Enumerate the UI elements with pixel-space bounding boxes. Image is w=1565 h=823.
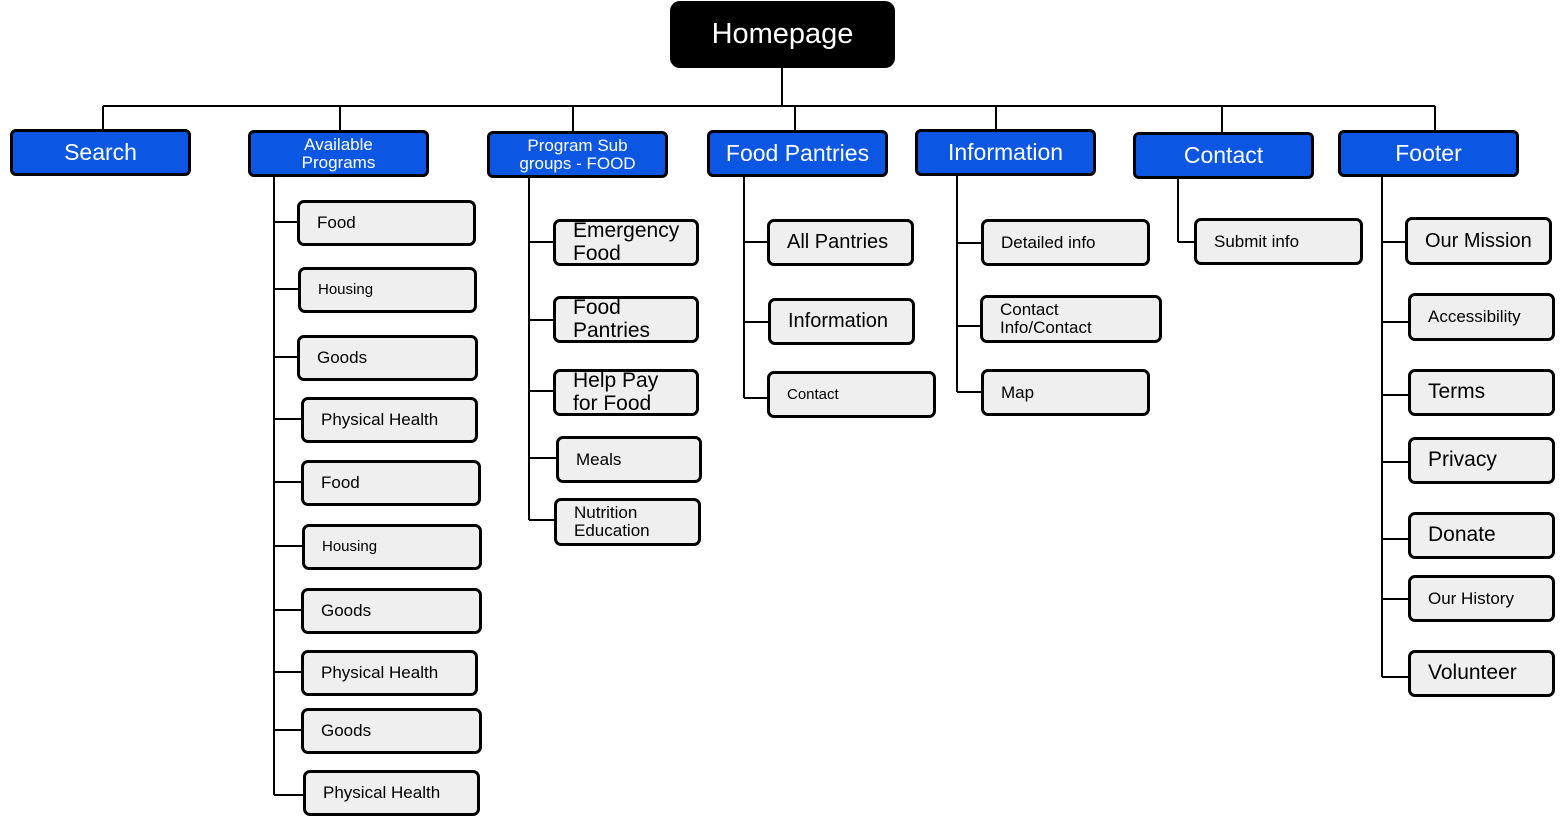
item-label: Physical Health xyxy=(321,410,439,430)
program-item: Food xyxy=(301,460,481,506)
food-subgroup-item: Help Pay for Food xyxy=(553,369,699,416)
program-item: Housing xyxy=(298,267,477,313)
homepage-node: Homepage xyxy=(670,1,895,68)
item-label: Information xyxy=(788,310,889,332)
item-label: Physical Health xyxy=(321,663,439,683)
item-label: Volunteer xyxy=(1428,661,1517,685)
program-item: Physical Health xyxy=(301,397,478,443)
footer-item: Donate xyxy=(1408,512,1555,559)
footer-item: Our Mission xyxy=(1405,217,1552,265)
footer-item: Accessibility xyxy=(1408,293,1555,341)
item-label: Goods xyxy=(317,348,368,368)
program-item: Physical Health xyxy=(301,650,478,696)
section-available-programs: Available Programs xyxy=(248,130,429,177)
item-label: Our Mission xyxy=(1425,229,1532,252)
section-label: Search xyxy=(64,139,137,166)
item-label: Accessibility xyxy=(1428,307,1521,327)
contact-item: Submit info xyxy=(1194,218,1363,265)
item-label: Goods xyxy=(321,721,372,741)
item-label: Detailed info xyxy=(1001,232,1096,252)
section-search: Search xyxy=(10,129,191,176)
program-item: Goods xyxy=(297,335,478,381)
section-label: Footer xyxy=(1395,140,1462,167)
item-label: Contact Info/Contact xyxy=(1000,300,1092,337)
food-subgroup-item: Food Pantries xyxy=(553,296,699,343)
information-item: Map xyxy=(981,369,1150,416)
section-food-pantries: Food Pantries xyxy=(707,130,888,177)
food-pantries-item: All Pantries xyxy=(767,219,914,266)
information-item: Detailed info xyxy=(981,219,1150,266)
item-label: Map xyxy=(1001,382,1035,402)
food-subgroup-item: Nutrition Education xyxy=(554,498,701,546)
food-subgroup-item: Meals xyxy=(556,436,702,483)
item-label: Help Pay for Food xyxy=(573,369,659,415)
item-label: Goods xyxy=(321,601,372,621)
item-label: Food xyxy=(321,473,360,493)
program-item: Physical Health xyxy=(303,770,480,816)
section-footer: Footer xyxy=(1338,130,1519,177)
program-item: Housing xyxy=(302,524,482,570)
item-label: Terms xyxy=(1428,380,1486,404)
item-label: Food Pantries xyxy=(573,296,651,342)
footer-item: Privacy xyxy=(1408,437,1555,484)
program-item: Goods xyxy=(301,708,482,754)
item-label: Donate xyxy=(1428,523,1496,547)
section-label: Food Pantries xyxy=(725,140,870,167)
footer-item: Our History xyxy=(1408,575,1555,622)
section-information: Information xyxy=(915,129,1096,176)
homepage-label: Homepage xyxy=(711,18,854,51)
item-label: Housing xyxy=(322,538,378,556)
item-label: Food xyxy=(317,213,356,233)
program-item: Food xyxy=(297,200,476,246)
item-label: Housing xyxy=(318,281,374,299)
item-label: Contact xyxy=(787,385,839,403)
item-label: Submit info xyxy=(1214,231,1300,251)
section-program-subgroups-food: Program Sub groups - FOOD xyxy=(487,131,668,178)
item-label: Our History xyxy=(1428,588,1514,608)
item-label: Privacy xyxy=(1428,448,1497,472)
item-label: Nutrition Education xyxy=(574,503,650,540)
item-label: Meals xyxy=(576,449,622,469)
food-subgroup-item: Emergency Food xyxy=(553,219,699,266)
item-label: All Pantries xyxy=(787,231,889,253)
item-label: Physical Health xyxy=(323,783,441,803)
food-pantries-item: Information xyxy=(768,298,915,345)
section-label: Information xyxy=(947,139,1064,166)
section-label: Available Programs xyxy=(301,134,376,172)
section-label: Program Sub groups - FOOD xyxy=(519,135,636,173)
item-label: Emergency Food xyxy=(573,219,680,265)
program-item: Goods xyxy=(301,588,482,634)
section-contact: Contact xyxy=(1133,132,1314,179)
information-item: Contact Info/Contact xyxy=(980,295,1162,343)
footer-item: Terms xyxy=(1408,369,1555,416)
footer-item: Volunteer xyxy=(1408,650,1555,697)
food-pantries-item: Contact xyxy=(767,371,936,418)
section-label: Contact xyxy=(1183,142,1264,169)
